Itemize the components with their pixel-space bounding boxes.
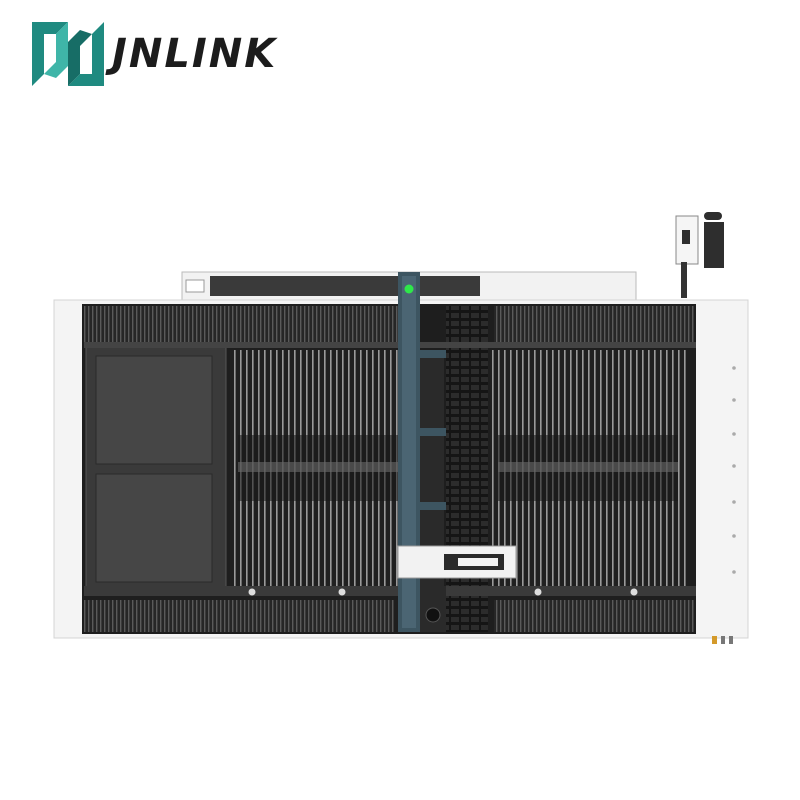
connectors [712, 636, 733, 644]
gantry-beam [398, 272, 446, 632]
cable-chain [446, 306, 488, 632]
status-light [404, 284, 414, 294]
control-panel [675, 212, 724, 298]
cutting-head [397, 545, 517, 632]
side-bolts [732, 366, 736, 574]
brand-logo: JNLINK [28, 14, 338, 94]
logo-mark-icon [32, 22, 104, 86]
laser-cutting-machine [53, 212, 749, 644]
table-cover [85, 345, 227, 593]
brand-name: JNLINK [112, 31, 278, 77]
